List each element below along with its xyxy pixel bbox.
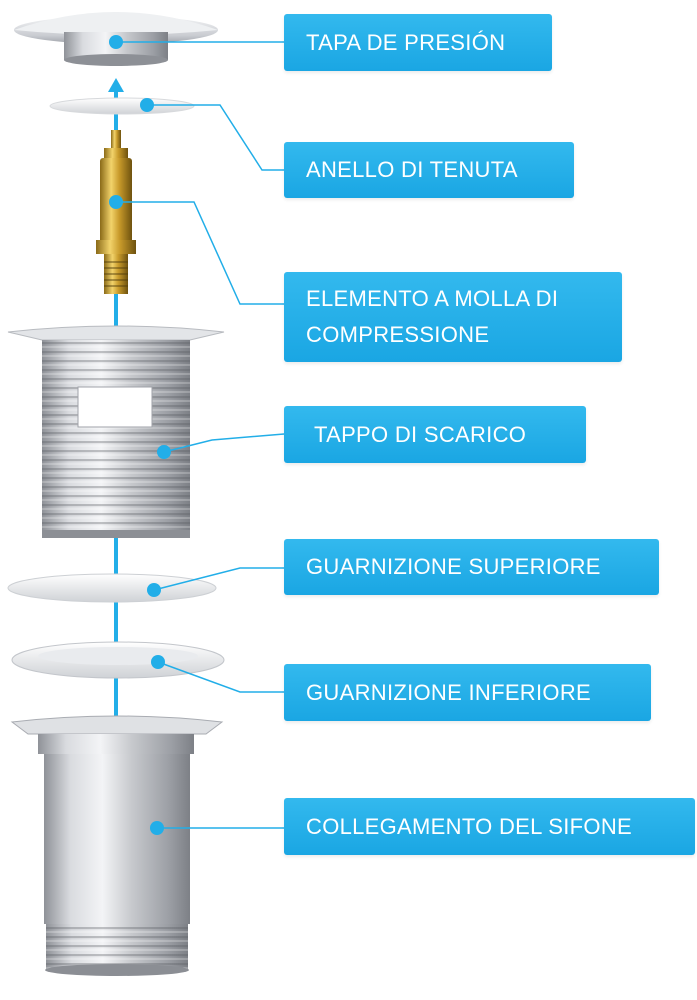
callout-dots (109, 35, 171, 835)
label-guarnizione-superiore: GUARNIZIONE SUPERIORE (284, 539, 659, 595)
sealing-ring (49, 97, 195, 115)
label-tappo-di-scarico: TAPPO DI SCARICO (284, 406, 586, 463)
label-tapa-de-presion: TAPA DE PRESIÓN (284, 14, 552, 71)
label-elemento-a-molla: ELEMENTO A MOLLA DI COMPRESSIONE (284, 272, 622, 362)
siphon-connection (10, 715, 224, 976)
spring-cartridge (96, 130, 136, 294)
axis-arrow-head (108, 78, 124, 92)
leader-lines (116, 41, 285, 829)
upper-gasket (7, 573, 217, 603)
label-collegamento-del-sifone: COLLEGAMENTO DEL SIFONE (284, 798, 695, 855)
push-cap (14, 12, 218, 66)
lower-gasket (11, 641, 225, 679)
label-guarnizione-inferiore: GUARNIZIONE INFERIORE (284, 664, 651, 721)
drain-plug-body (7, 325, 225, 538)
label-anello-di-tenuta: ANELLO DI TENUTA (284, 142, 574, 198)
